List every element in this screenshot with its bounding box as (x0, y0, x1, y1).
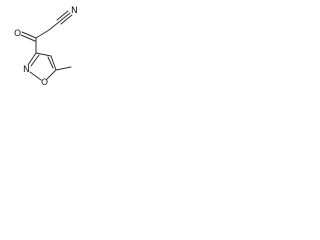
methyl-bond (55, 66, 72, 71)
carbonyl-double-bond-2 (20, 34, 36, 42)
molecule-structure: N O N O (14, 6, 78, 88)
structure-canvas: N O N O (0, 0, 89, 92)
ring-c5-c4-double (47, 56, 54, 69)
bond-cn-ch2 (48, 21, 60, 31)
ring-c3-n2-bond (27, 52, 37, 66)
bond-ch2-carbonyl (35, 29, 50, 39)
ring-c4-c3-bond (35, 52, 52, 57)
ring-c3-n2-double (30, 54, 40, 67)
bonds (20, 10, 73, 81)
nitrile-triple-bond-1 (58, 12, 71, 23)
carbonyl-oxygen-label: O (14, 29, 21, 39)
nitrile-triple-bond-2 (60, 14, 73, 25)
ring-c5-c4-bond (50, 55, 57, 71)
nitrile-triple-bond-3 (56, 10, 69, 21)
carbonyl-double-bond-1 (21, 31, 37, 39)
atom-labels: N O N O (14, 6, 78, 88)
ring-o1-c5-bond (46, 69, 57, 80)
ring-oxygen-label: O (41, 78, 48, 88)
ring-n2-o1-bond (29, 71, 42, 81)
nitrile-nitrogen-label: N (71, 6, 78, 16)
ring-nitrogen-label: N (23, 65, 30, 75)
